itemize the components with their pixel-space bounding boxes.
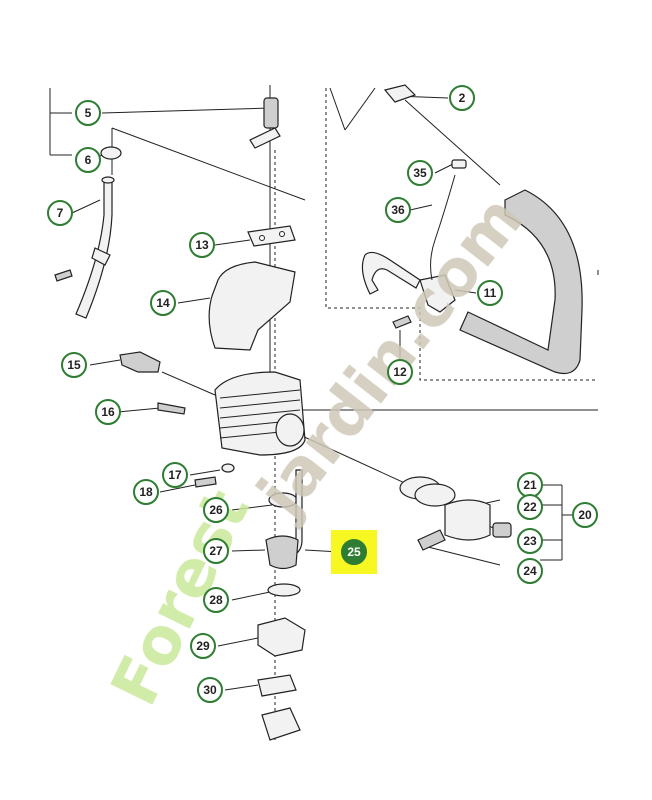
callouts: 2567111213141516171820212223242526272829…: [47, 85, 598, 703]
part-drawings: [54, 84, 583, 741]
callout-13: 13: [189, 232, 215, 258]
callout-label: 24: [523, 564, 537, 578]
callout-circle: [197, 677, 223, 703]
callout-circle: [517, 494, 543, 520]
callout-circle: [517, 528, 543, 554]
callout-label: 35: [413, 166, 427, 180]
callout-circle: [385, 197, 411, 223]
callout-label: 6: [85, 153, 92, 167]
callout-circle: [150, 290, 176, 316]
callout-label: 17: [168, 468, 182, 482]
callout-label: 14: [156, 296, 170, 310]
callout-circle: [133, 479, 159, 505]
callout-label: 11: [484, 286, 497, 300]
callout-15: 15: [61, 352, 87, 378]
callout-circle: [341, 539, 367, 565]
callout-label: 2: [459, 91, 466, 105]
callout-circle: [190, 633, 216, 659]
callout-label: 18: [139, 485, 153, 499]
callout-label: 36: [391, 203, 405, 217]
callout-circle: [75, 147, 101, 173]
top-fitting-part: [263, 97, 279, 129]
callout-36: 36: [385, 197, 411, 223]
callout-circle: [407, 160, 433, 186]
callout-5: 5: [75, 100, 101, 126]
piston-part: [444, 499, 491, 541]
callout-label: 15: [67, 358, 81, 372]
callout-label: 30: [203, 683, 217, 697]
clamp-part-28: [267, 583, 301, 597]
shield-part-14: [208, 261, 296, 351]
boot-part-27: [265, 535, 299, 570]
callout-circle: [95, 399, 121, 425]
callout-26: 26: [203, 497, 229, 523]
callout-label: 29: [196, 639, 210, 653]
screw-part-16: [157, 402, 186, 415]
gasket-part-30: [257, 674, 297, 697]
handle-part: [361, 189, 583, 375]
gasket-part-13: [247, 225, 296, 247]
callout-6: 6: [75, 147, 101, 173]
callout-2: 2: [449, 85, 475, 111]
callout-7: 7: [47, 200, 73, 226]
callout-17: 17: [162, 462, 188, 488]
adapter-part-29: [257, 617, 306, 657]
callout-label: 26: [209, 503, 223, 517]
callout-circle: [203, 497, 229, 523]
spark-plug-part-15: [119, 351, 161, 373]
leader-lines: [49, 85, 599, 740]
callout-25: 25: [341, 539, 367, 565]
callout-label: 20: [578, 508, 592, 522]
callout-18: 18: [133, 479, 159, 505]
callout-22: 22: [517, 494, 543, 520]
callout-circle: [162, 462, 188, 488]
callout-label: 21: [523, 478, 537, 492]
callout-label: 12: [393, 365, 407, 379]
callout-label: 7: [57, 206, 64, 220]
callout-11: 11: [477, 280, 503, 306]
callout-circle: [61, 352, 87, 378]
callout-label: 16: [101, 405, 115, 419]
callout-label: 22: [523, 500, 537, 514]
callout-circle: [387, 359, 413, 385]
ring-part-6: [100, 146, 122, 160]
callout-12: 12: [387, 359, 413, 385]
cylinder-part: [214, 371, 306, 456]
callout-label: 23: [523, 534, 537, 548]
callout-29: 29: [190, 633, 216, 659]
callout-circle: [203, 587, 229, 613]
callout-label: 5: [85, 106, 92, 120]
tube-part-7: [75, 179, 113, 319]
callout-circle: [449, 85, 475, 111]
callout-24: 24: [517, 558, 543, 584]
callout-circle: [47, 200, 73, 226]
callout-20: 20: [572, 502, 598, 528]
callout-circle: [189, 232, 215, 258]
callout-14: 14: [150, 290, 176, 316]
callout-label: 27: [209, 544, 223, 558]
callout-label: 28: [209, 593, 223, 607]
callout-label: 13: [195, 238, 209, 252]
watermark: Forest jardin.com: [98, 183, 538, 717]
callout-35: 35: [407, 160, 433, 186]
callout-21: 21: [517, 472, 543, 498]
callout-16: 16: [95, 399, 121, 425]
callout-27: 27: [203, 538, 229, 564]
callout-23: 23: [517, 528, 543, 554]
part-2: [383, 84, 417, 103]
callout-circle: [75, 100, 101, 126]
callout-circle: [517, 558, 543, 584]
callout-30: 30: [197, 677, 223, 703]
callout-circle: [572, 502, 598, 528]
callout-label: 25: [347, 545, 361, 559]
callout-circle: [477, 280, 503, 306]
callout-circle: [203, 538, 229, 564]
callout-28: 28: [203, 587, 229, 613]
